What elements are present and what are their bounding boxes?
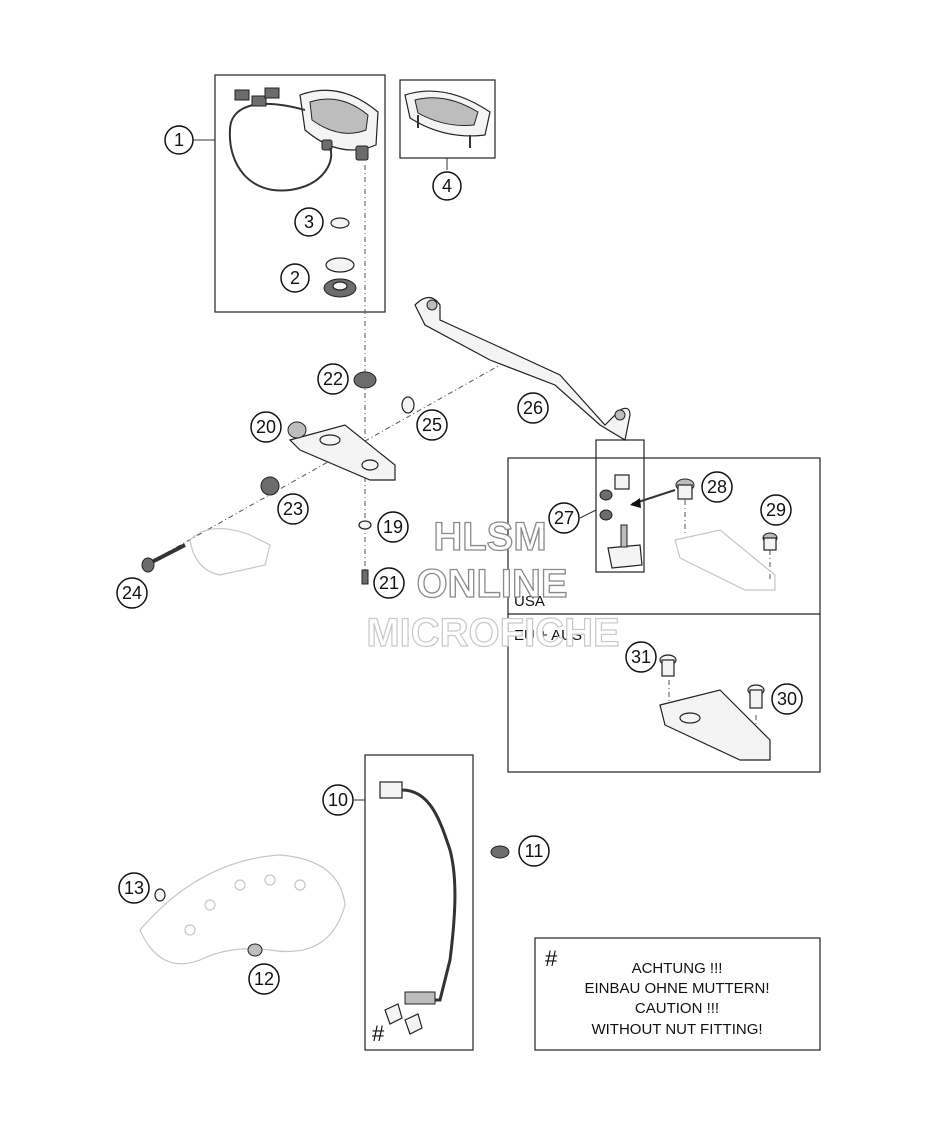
ring-13-part: [154, 888, 166, 902]
clip-11-part: [490, 845, 510, 859]
callout-26[interactable]: 26: [517, 392, 549, 424]
svg-text:22: 22: [323, 369, 343, 389]
sensor-hash-mark: #: [372, 1021, 385, 1046]
watermark-line-2: ONLINE: [416, 562, 567, 606]
callout-19[interactable]: 19: [377, 511, 409, 543]
callout-3[interactable]: 3: [294, 207, 324, 237]
region-label-usa: USA: [514, 593, 545, 610]
regional-variants-frame: [507, 457, 821, 773]
ghost-clamp: [189, 527, 271, 576]
bushing-23-part: [260, 476, 280, 496]
note-line-1: ACHTUNG !!!: [632, 960, 723, 977]
svg-text:23: 23: [283, 499, 303, 519]
sensor-cable-part: [379, 781, 457, 1035]
note-line-2: EINBAU OHNE MUTTERN!: [584, 980, 769, 997]
svg-text:12: 12: [254, 969, 274, 989]
svg-text:10: 10: [328, 790, 348, 810]
sleeve-12-part: [247, 943, 263, 957]
svg-text:13: 13: [124, 878, 144, 898]
svg-text:19: 19: [383, 517, 403, 537]
sensor-cable-frame: [364, 754, 474, 1051]
callout-4[interactable]: 4: [432, 171, 462, 201]
leader-27: [579, 509, 597, 519]
callout-24[interactable]: 24: [116, 577, 148, 609]
region-label-eu-aus: EU + AUS: [514, 627, 582, 644]
speedometer-part: [228, 87, 379, 192]
brake-disc-ghost: [139, 854, 346, 965]
arrow-head: [630, 498, 641, 508]
note-hash-symbol: #: [545, 946, 558, 971]
callout-10[interactable]: 10: [322, 784, 354, 816]
callout-27[interactable]: 27: [548, 502, 580, 534]
bushing-22-part: [353, 371, 377, 389]
callout-30[interactable]: 30: [771, 683, 803, 715]
svg-text:31: 31: [631, 647, 651, 667]
note-line-4: WITHOUT NUT FITTING!: [591, 1021, 762, 1038]
grommet-2-part: [323, 257, 357, 298]
svg-text:29: 29: [766, 500, 786, 520]
callout-20[interactable]: 20: [250, 411, 282, 443]
callout-29[interactable]: 29: [760, 494, 792, 526]
svg-text:24: 24: [122, 583, 142, 603]
adjuster-27-part: [599, 474, 643, 569]
washer-3-part: [330, 217, 350, 229]
svg-text:20: 20: [256, 417, 276, 437]
svg-text:4: 4: [442, 176, 452, 196]
screw-21-part: [361, 569, 369, 585]
watermark-line-3: MICROFICHE: [366, 611, 619, 655]
callout-13[interactable]: 13: [118, 872, 150, 904]
callout-23[interactable]: 23: [277, 493, 309, 525]
eu-clamp-part: [659, 654, 771, 761]
callout-12[interactable]: 12: [248, 963, 280, 995]
svg-text:1: 1: [174, 130, 184, 150]
svg-text:27: 27: [554, 508, 574, 528]
svg-text:2: 2: [290, 268, 300, 288]
svg-text:3: 3: [304, 212, 314, 232]
speedometer-kit-frame: [214, 74, 386, 313]
washer-19-part: [358, 520, 372, 530]
clamp-20-part: [287, 421, 396, 481]
usa-clamp-part: [674, 478, 778, 591]
note-line-3: CAUTION !!!: [635, 1000, 719, 1017]
callout-25[interactable]: 25: [416, 409, 448, 441]
callout-2[interactable]: 2: [280, 263, 310, 293]
svg-text:11: 11: [525, 841, 544, 861]
svg-text:26: 26: [523, 398, 543, 418]
callout-22[interactable]: 22: [317, 363, 349, 395]
svg-text:21: 21: [379, 573, 399, 593]
bracket-26-part: [414, 296, 631, 441]
inset-27-frame: [595, 439, 645, 573]
caution-note-frame: [534, 937, 821, 1051]
svg-text:25: 25: [422, 415, 442, 435]
spacer-25-part: [401, 396, 415, 414]
svg-text:30: 30: [777, 689, 797, 709]
callout-11[interactable]: 11: [518, 835, 550, 867]
callout-1[interactable]: 1: [164, 125, 194, 155]
callout-31[interactable]: 31: [625, 641, 657, 673]
svg-text:28: 28: [707, 477, 727, 497]
speedometer-cover-part: [404, 90, 491, 148]
callout-21[interactable]: 21: [373, 567, 405, 599]
bolt-24-part: [141, 543, 186, 573]
watermark-line-1: HLSM: [433, 515, 546, 559]
bracket-bolt-axis: [144, 364, 501, 566]
callout-28[interactable]: 28: [701, 471, 733, 503]
